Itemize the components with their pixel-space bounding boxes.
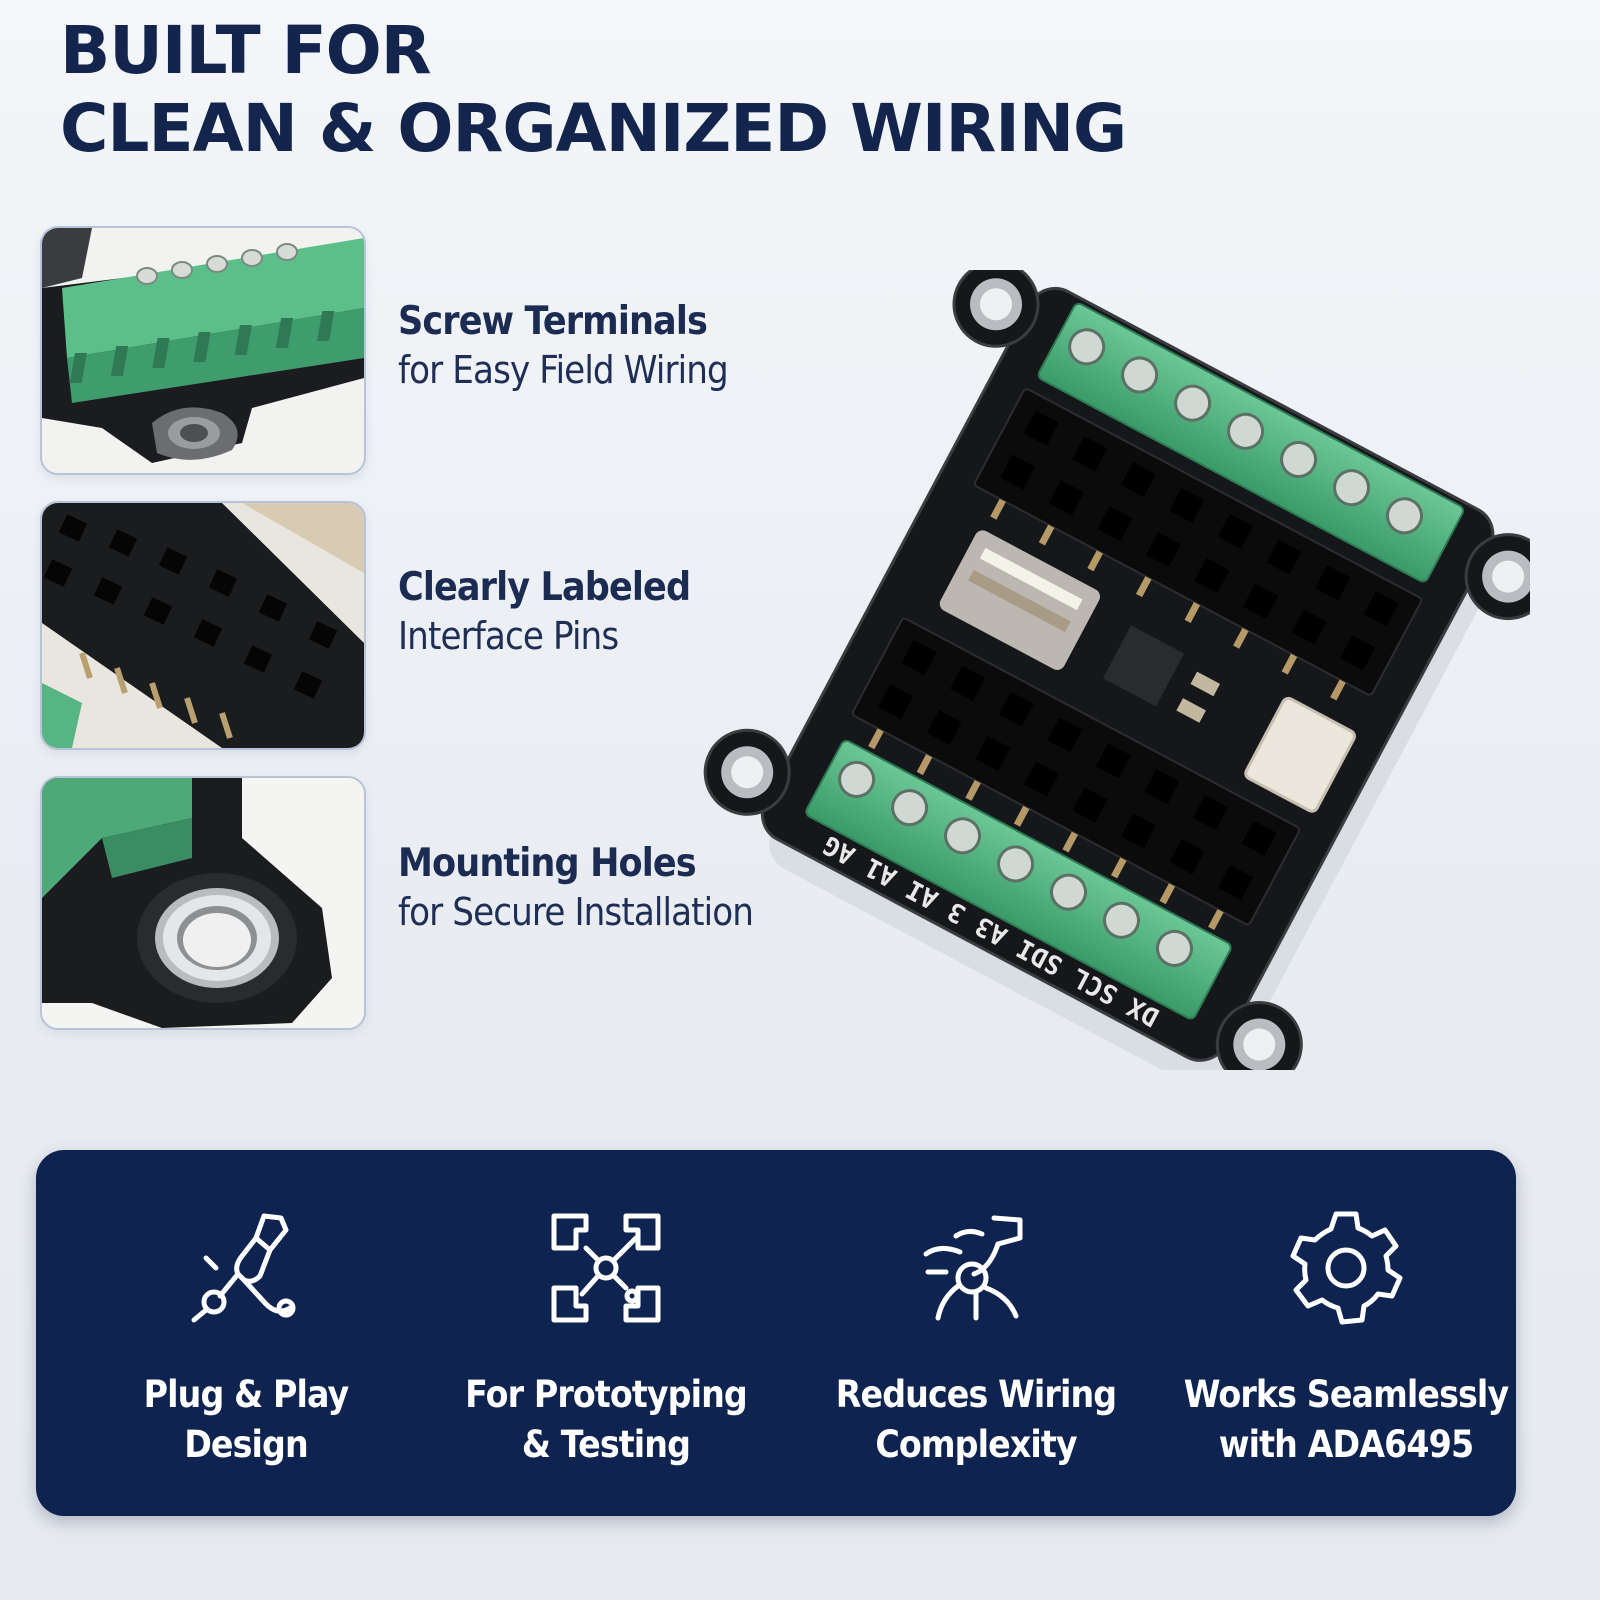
benefit-prototyping: For Prototyping & Testing — [421, 1150, 791, 1516]
benefit-label: Reduces Wiring Complexity — [791, 1370, 1161, 1470]
benefit-label: For Prototyping & Testing — [421, 1370, 791, 1470]
benefit-line-2: Complexity — [875, 1423, 1077, 1466]
benefit-line-1: Reduces Wiring — [835, 1373, 1117, 1416]
benefit-line-1: Works Seamlessly — [1183, 1373, 1509, 1416]
prototyping-icon — [551, 1213, 661, 1323]
feature-subtitle: for Secure Installation — [398, 890, 754, 934]
benefit-label: Plug & Play Design — [61, 1370, 431, 1470]
feature-title: Screw Terminals — [398, 299, 708, 344]
feature-mounting-holes: Mounting Holes for Secure Installation — [398, 840, 793, 936]
feature-screw-terminals: Screw Terminals for Easy Field Wiring — [398, 298, 764, 394]
title-line-1: BUILT FOR — [60, 12, 432, 89]
benefit-line-2: Design — [184, 1423, 309, 1466]
benefit-line-2: & Testing — [521, 1423, 691, 1466]
feature-subtitle: for Easy Field Wiring — [398, 348, 729, 392]
gear-icon — [1290, 1211, 1403, 1325]
benefit-works-with-ada6495: Works Seamlessly with ADA6495 — [1161, 1150, 1531, 1516]
wiring-icon — [923, 1215, 1023, 1321]
benefit-label: Works Seamlessly with ADA6495 — [1161, 1370, 1531, 1470]
breakout-board-photo: DX SCL SDI A3 3 AI A1 AG — [700, 260, 1552, 1089]
benefit-line-2: with ADA6495 — [1218, 1423, 1474, 1466]
mounting-hole-photo — [40, 776, 366, 1030]
feature-title: Clearly Labeled — [398, 565, 691, 610]
benefit-line-1: For Prototyping — [465, 1373, 748, 1416]
benefit-plug-and-play: Plug & Play Design — [61, 1150, 431, 1516]
feature-title: Mounting Holes — [398, 841, 697, 886]
benefit-reduces-wiring: Reduces Wiring Complexity — [791, 1150, 1161, 1516]
page-title: BUILT FOR CLEAN & ORGANIZED WIRING — [60, 12, 1127, 168]
benefit-line-1: Plug & Play — [143, 1373, 350, 1416]
title-line-2: CLEAN & ORGANIZED WIRING — [60, 90, 1127, 167]
screw-terminal-photo — [40, 226, 366, 475]
interface-pins-photo — [40, 501, 366, 750]
feature-labeled-pins: Clearly Labeled Interface Pins — [398, 564, 723, 660]
feature-subtitle: Interface Pins — [398, 614, 619, 658]
plug-icon — [191, 1213, 296, 1323]
benefits-banner: Plug & Play Design For Prototyping & Tes… — [36, 1150, 1516, 1516]
